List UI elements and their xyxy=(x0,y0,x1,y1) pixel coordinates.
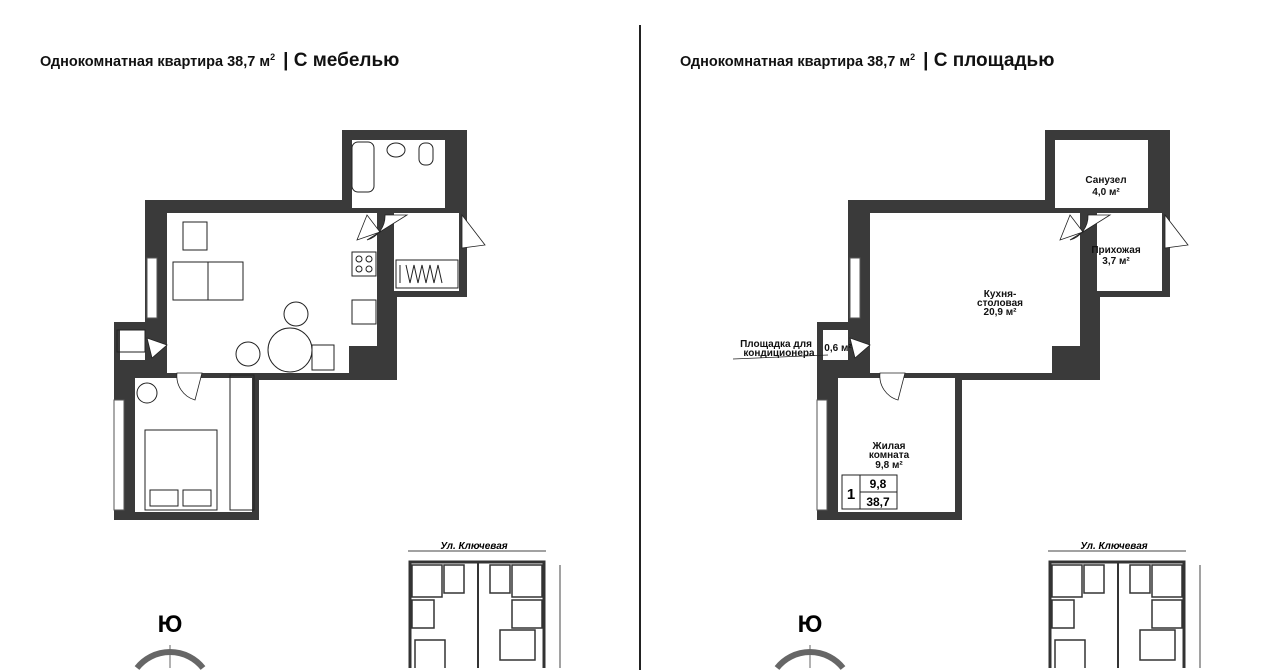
ac-area: 0,6 м² xyxy=(824,343,852,354)
kitchen-name-2: столовая xyxy=(977,298,1023,309)
summary-total-area: 38,7 xyxy=(866,495,890,509)
site-plan-left: Ул. Ключевая xyxy=(406,541,562,670)
bathroom-name: Санузел xyxy=(1085,175,1126,186)
site-plan-right: Ул. Ключевая xyxy=(1046,541,1202,670)
compass-right: Ю xyxy=(777,611,843,668)
living-area: 9,8 м² xyxy=(875,460,903,471)
title-sup: 2 xyxy=(270,52,276,63)
left-plan-title: Однокомнатная квартира 38,7 м2 | С мебел… xyxy=(40,50,399,72)
title-sup: 2 xyxy=(910,52,916,63)
ac-name-1: Площадка для xyxy=(740,339,812,350)
area-floor-plan: Санузел 4,0 м² Прихожая 3,7 м² Кухня- ст… xyxy=(732,129,1189,521)
hallway-area: 3,7 м² xyxy=(1102,256,1130,267)
living-name-2: комната xyxy=(869,450,910,461)
bathroom-area: 4,0 м² xyxy=(1092,187,1120,198)
kitchen-area: 20,9 м² xyxy=(984,307,1018,318)
divider xyxy=(639,25,641,670)
title-subtitle: | С площадью xyxy=(923,50,1055,71)
compass-letter: Ю xyxy=(798,611,823,638)
street-name: Ул. Ключевая xyxy=(1080,541,1147,552)
hallway-name: Прихожая xyxy=(1091,245,1141,256)
title-subtitle: | С мебелью xyxy=(283,50,400,71)
kitchen-name-1: Кухня- xyxy=(984,289,1017,300)
summary-living-area: 9,8 xyxy=(870,477,887,491)
furniture xyxy=(116,141,459,511)
right-plan-title: Однокомнатная квартира 38,7 м2 | С площа… xyxy=(680,50,1054,72)
compass-left: Ю xyxy=(137,611,203,668)
title-text: Однокомнатная квартира 38,7 м xyxy=(680,54,911,70)
street-name: Ул. Ключевая xyxy=(440,541,507,552)
summary-rooms: 1 xyxy=(847,486,855,503)
summary-table: 1 9,8 38,7 xyxy=(841,474,898,510)
furnished-floor-plan xyxy=(113,129,486,521)
living-name-1: Жилая xyxy=(872,441,906,452)
ac-name-2: кондиционера xyxy=(743,348,815,359)
compass-letter: Ю xyxy=(158,611,183,638)
title-text: Однокомнатная квартира 38,7 м xyxy=(40,54,271,70)
